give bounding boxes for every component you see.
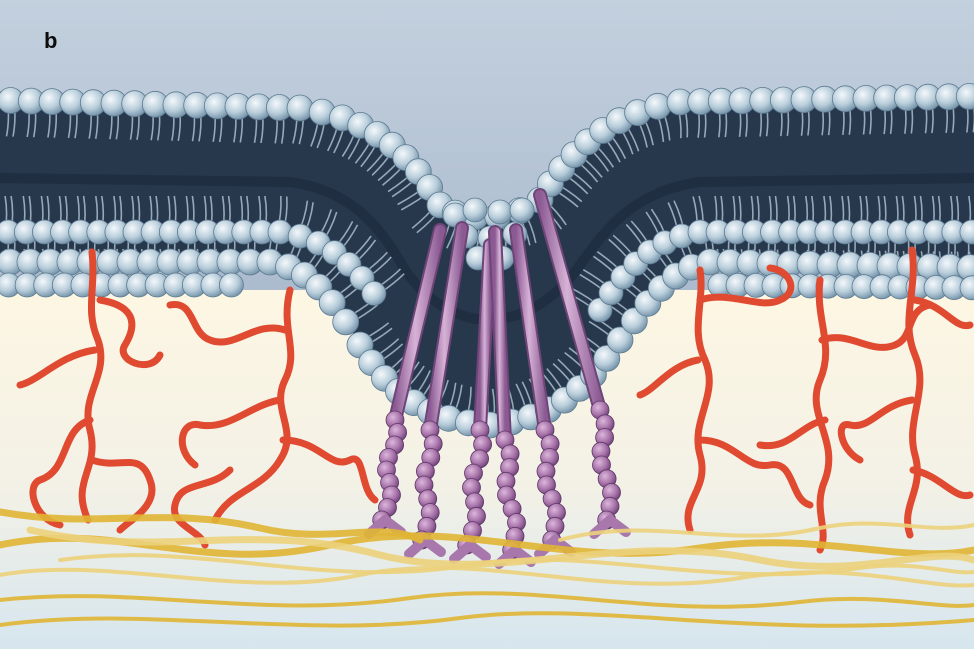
- lipid-head-icon: [488, 200, 512, 224]
- lipid-head-icon: [219, 273, 243, 297]
- lipid-head-icon: [510, 198, 534, 222]
- lipid-head-icon: [287, 95, 313, 121]
- panel-label: b: [44, 28, 57, 54]
- lipid-head-icon: [333, 309, 359, 335]
- lipid-head-icon: [268, 220, 292, 244]
- lipid-head-icon: [645, 93, 671, 119]
- lipid-head-icon: [463, 198, 487, 222]
- lipid-head-icon: [362, 281, 386, 305]
